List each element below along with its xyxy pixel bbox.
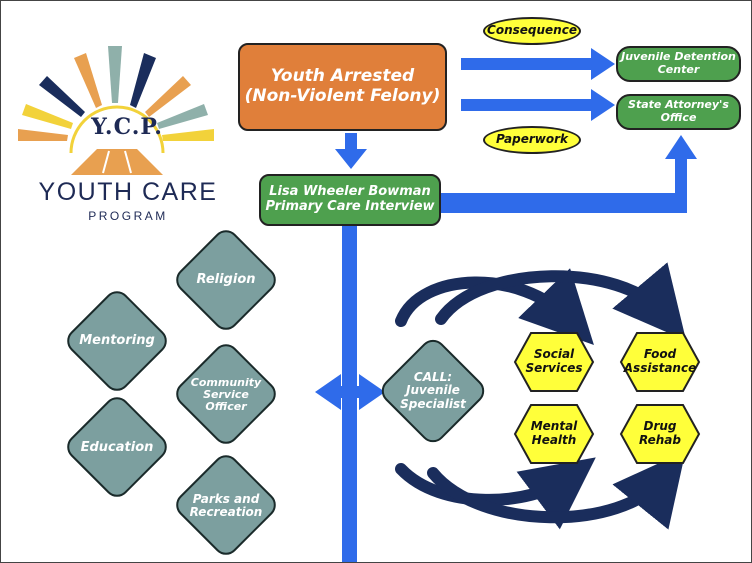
juvenile-detention-box: Juvenile Detention Center bbox=[616, 46, 741, 82]
drug-line2: Rehab bbox=[638, 433, 681, 447]
attorney-line2: Office bbox=[660, 111, 697, 124]
drug-rehab-label: Drug Rehab bbox=[621, 417, 699, 451]
double-arrow-horizontal bbox=[315, 374, 385, 410]
arrow-to-attorney bbox=[461, 89, 615, 121]
hex-mental bbox=[513, 404, 595, 464]
specialist-line2: Juvenile bbox=[406, 383, 460, 398]
diamond-cso bbox=[176, 344, 276, 444]
youth-arrested-box: Youth Arrested (Non-Violent Felony) bbox=[238, 43, 447, 131]
curve-arrow-to-food bbox=[435, 262, 687, 341]
diamond-education bbox=[67, 397, 167, 497]
parks-label: Parks and Recreation bbox=[186, 489, 266, 523]
religion-label: Religion bbox=[196, 271, 256, 287]
specialist-label: CALL: Juvenile Specialist bbox=[393, 367, 473, 415]
logo-tagline: PROGRAM bbox=[88, 209, 168, 223]
consequence-label: Consequence bbox=[487, 23, 577, 38]
arrow-interview-to-attorney bbox=[441, 135, 697, 213]
hex-drug bbox=[619, 404, 701, 464]
primary-care-interview-box: Lisa Wheeler Bowman Primary Care Intervi… bbox=[259, 174, 441, 226]
specialist-line1: CALL: bbox=[413, 370, 453, 385]
hex-food bbox=[619, 332, 701, 392]
diamond-religion bbox=[176, 230, 276, 330]
interview-line2: Primary Care Interview bbox=[265, 199, 435, 214]
youth-arrested-line2: (Non-Violent Felony) bbox=[244, 86, 441, 106]
youth-arrested-line1: Youth Arrested bbox=[270, 66, 415, 87]
cso-label: Community Service Officer bbox=[186, 373, 266, 417]
diamond-specialist bbox=[381, 339, 485, 443]
cso-line1: Community bbox=[190, 375, 262, 389]
consequence-oval: Consequence bbox=[483, 17, 581, 45]
diamond-mentoring bbox=[67, 291, 167, 391]
parks-line1: Parks and bbox=[192, 491, 260, 506]
paperwork-oval: Paperwork bbox=[483, 126, 581, 154]
food-line2: Assistance bbox=[623, 361, 697, 375]
logo-name: YOUTH CARE bbox=[38, 178, 218, 206]
specialist-line3: Specialist bbox=[400, 396, 466, 411]
resource-diamonds bbox=[67, 230, 485, 555]
mentoring-label: Mentoring bbox=[79, 332, 155, 348]
curve-arrow-to-social bbox=[395, 268, 594, 345]
social-line2: Services bbox=[525, 361, 583, 375]
arrow-to-detention bbox=[461, 48, 615, 80]
state-attorney-box: State Attorney's Office bbox=[616, 94, 741, 130]
food-line1: Food bbox=[643, 347, 677, 362]
cycle-arrows bbox=[395, 262, 687, 530]
flow-arrows bbox=[315, 48, 697, 562]
mental-line2: Health bbox=[531, 433, 577, 447]
curve-arrow-to-mental bbox=[395, 457, 596, 530]
detention-line1: Juvenile Detention bbox=[621, 50, 736, 64]
paperwork-label: Paperwork bbox=[496, 132, 568, 147]
service-hexagons bbox=[513, 332, 701, 464]
food-assistance-label: Food Assistance bbox=[621, 345, 699, 379]
attorney-line1: State Attorney's bbox=[628, 98, 729, 112]
diamond-parks bbox=[176, 455, 276, 555]
curve-arrow-to-drug bbox=[427, 451, 686, 530]
social-services-label: Social Services bbox=[517, 345, 591, 379]
detention-line2: Center bbox=[657, 63, 700, 76]
education-label: Education bbox=[80, 439, 154, 455]
parks-line2: Recreation bbox=[189, 505, 263, 519]
arrow-to-interview bbox=[335, 133, 367, 169]
logo-initials: Y.C.P. bbox=[91, 114, 163, 140]
cso-line2: Service bbox=[203, 387, 249, 401]
cso-line3: Officer bbox=[205, 400, 247, 414]
hex-social bbox=[513, 332, 595, 392]
interview-line1: Lisa Wheeler Bowman bbox=[269, 184, 431, 200]
mental-line1: Mental bbox=[530, 419, 578, 434]
logo-sunburst-icon bbox=[18, 46, 214, 175]
drug-line1: Drug bbox=[643, 419, 677, 434]
social-line1: Social bbox=[533, 347, 575, 362]
mental-health-label: Mental Health bbox=[517, 417, 591, 451]
